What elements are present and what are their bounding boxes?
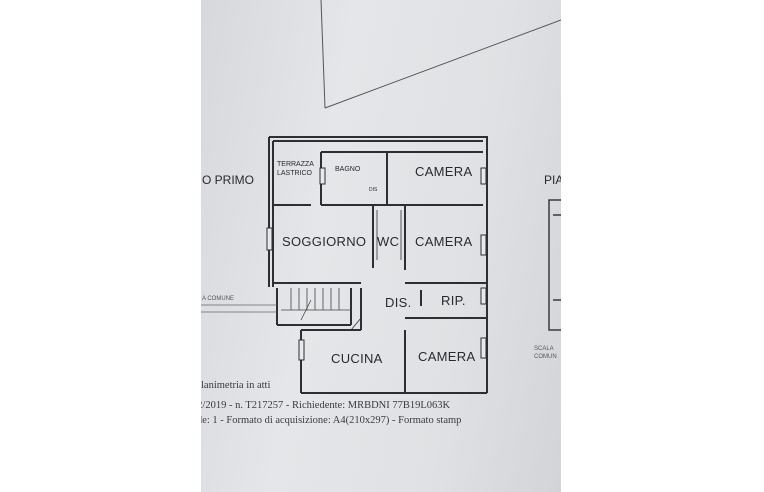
- right-plan-fragment: [548, 199, 561, 331]
- footer-line-3: hede: 1 - Formato di acquisizione: A4(21…: [201, 415, 462, 426]
- room-camera-top: CAMERA: [415, 164, 473, 179]
- room-camera-mid: CAMERA: [415, 234, 473, 249]
- common-label-right-2: COMUN: [534, 354, 557, 360]
- stair-treads: [281, 288, 351, 321]
- room-dis-small: DIS: [369, 187, 378, 193]
- room-dis: DIS.: [385, 295, 412, 310]
- plan-doors: [350, 210, 481, 331]
- plan-windows: [266, 167, 487, 361]
- right-level-label: PIA: [544, 173, 561, 187]
- level-label: O PRIMO: [202, 173, 255, 187]
- document-photo: O PRIMO PIA TERRAZZA LASTRICO BAGNO DIS …: [201, 0, 561, 492]
- site-outline: [320, 0, 561, 109]
- room-bagno: BAGNO: [335, 166, 361, 173]
- room-rip: RIP.: [441, 293, 466, 308]
- room-lastrico: LASTRICO: [277, 170, 313, 177]
- common-line: [201, 304, 277, 313]
- room-camera-bottom: CAMERA: [418, 349, 476, 364]
- room-cucina: CUCINA: [331, 351, 383, 366]
- room-wc: WC: [377, 234, 400, 249]
- common-label-left: A COMUNE: [202, 296, 235, 302]
- room-soggiorno: SOGGIORNO: [282, 234, 367, 249]
- footer-line-2: /12/2019 - n. T217257 - Richiedente: MRB…: [201, 400, 451, 411]
- footer-line-1: lanimetria in atti: [201, 380, 271, 391]
- common-label-right-1: SCALA: [534, 346, 554, 352]
- floor-plan-drawing: [201, 0, 561, 394]
- room-terrazza: TERRAZZA: [277, 161, 314, 168]
